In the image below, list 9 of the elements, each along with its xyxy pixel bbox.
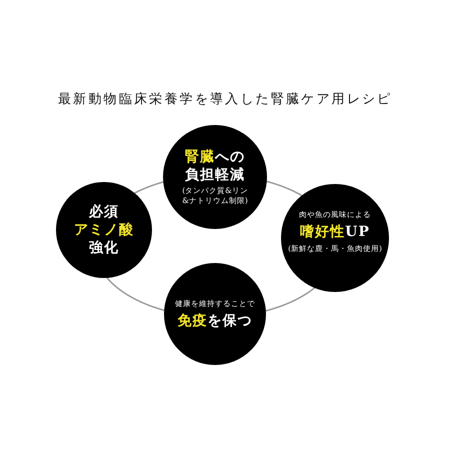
heading-text: 免疫を保つ bbox=[178, 312, 252, 330]
connector-arc bbox=[106, 277, 165, 312]
connector-arc bbox=[134, 181, 164, 194]
heading-text: 嗜好性UP bbox=[300, 223, 370, 241]
connector-arc bbox=[266, 180, 302, 196]
heading-text: 腎臓への負担軽減 bbox=[184, 148, 246, 184]
heading-text: 必須アミノ酸強化 bbox=[74, 203, 134, 257]
title: 最新動物臨床栄養学を導入した腎臓ケア用レシピ bbox=[58, 92, 392, 108]
connector-arc bbox=[265, 287, 316, 312]
